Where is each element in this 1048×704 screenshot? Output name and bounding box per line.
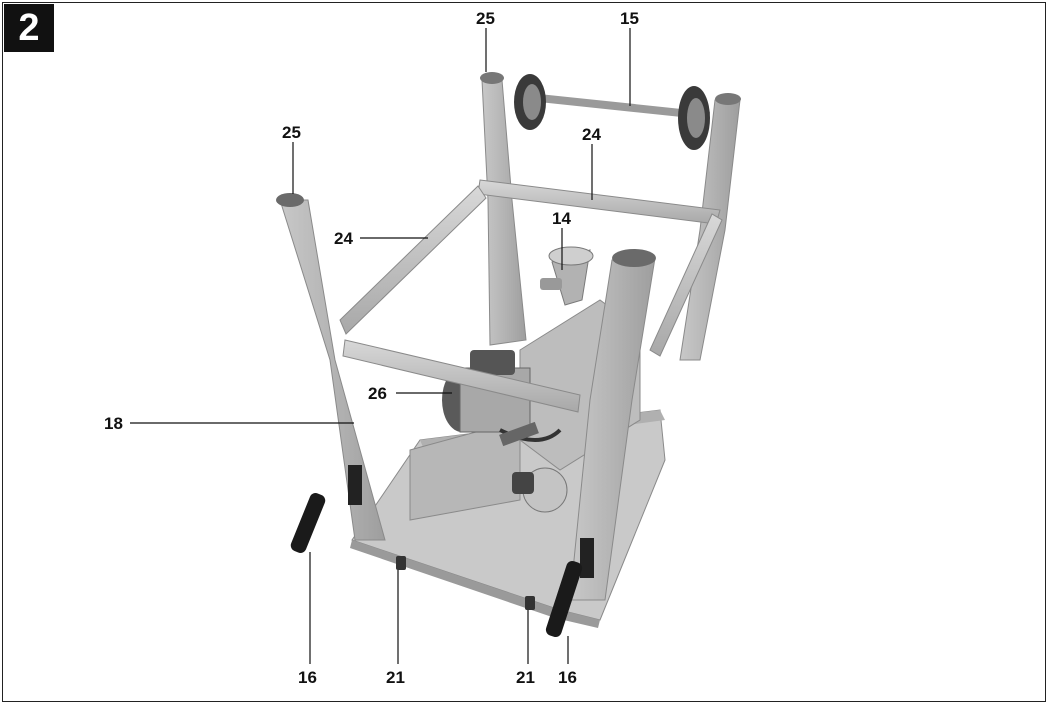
callout-21-left: 21 bbox=[386, 668, 405, 687]
callout-25-left: 25 bbox=[282, 123, 301, 142]
callout-25-right: 25 bbox=[476, 9, 495, 28]
figure-number-badge: 2 bbox=[4, 4, 54, 52]
callout-24-right: 24 bbox=[582, 125, 601, 144]
callout-15: 15 bbox=[620, 9, 639, 28]
leg-front-right bbox=[569, 249, 656, 601]
leg-back-left bbox=[480, 72, 527, 346]
dust-chute bbox=[540, 246, 594, 306]
foot-right bbox=[525, 596, 535, 610]
callout-14: 14 bbox=[552, 209, 571, 228]
handle-left bbox=[290, 465, 362, 553]
foot-left bbox=[396, 556, 406, 570]
callout-18: 18 bbox=[104, 414, 123, 433]
callout-21-right: 21 bbox=[516, 668, 535, 687]
callout-24-left: 24 bbox=[334, 229, 353, 248]
handle-right bbox=[545, 538, 594, 638]
callout-16-right: 16 bbox=[558, 668, 577, 687]
callout-26: 26 bbox=[368, 384, 387, 403]
leg-front-left bbox=[276, 193, 386, 541]
callout-16-left: 16 bbox=[298, 668, 317, 687]
wheel-axle bbox=[514, 74, 710, 150]
top-rails bbox=[339, 179, 723, 413]
